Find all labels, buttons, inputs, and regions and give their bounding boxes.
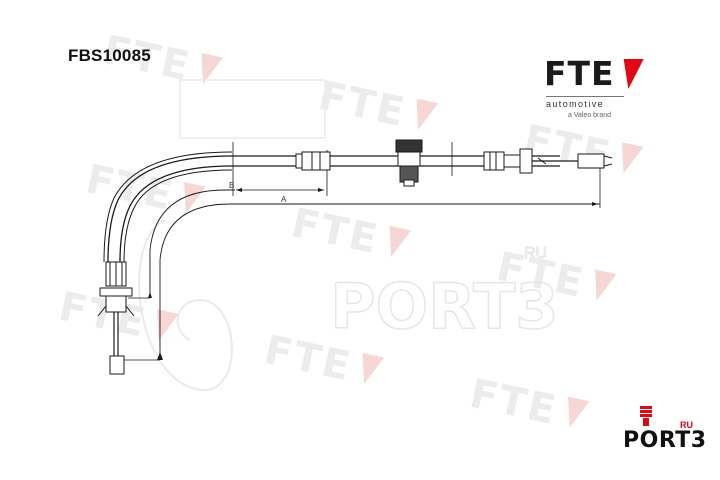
brand-tagline: a Valeo brand [568,112,612,119]
part-number-title: FBS10085 [68,46,151,65]
cable-body [103,151,560,263]
svg-text:RU: RU [524,245,547,262]
cable-grommet [395,139,423,187]
svg-text:PORT3: PORT3 [330,270,559,343]
piston-icon [640,406,652,426]
brand-logo: FTE automotive a Valeo brand [544,54,644,119]
dimension-b [232,142,328,196]
vertical-dimensions [122,292,163,361]
brand-divider [546,96,624,97]
stamp-superscript: RU [680,420,693,430]
stamp-word: PORT3 [623,428,707,453]
dimension-b-curve [149,189,235,298]
sheath-ferrule [295,151,331,171]
brand-name: FTE [544,54,615,93]
dimension-b-label: B [229,181,234,190]
port3-stamp: RU PORT3 [623,404,706,464]
watermark-port3: PORT3 RU [138,79,559,392]
dimension-a-label: A [281,195,287,204]
brand-subtitle: automotive [546,99,605,109]
right-end-fitting [483,148,613,174]
dimension-a-curve [159,203,600,360]
left-end-fitting [97,261,135,375]
